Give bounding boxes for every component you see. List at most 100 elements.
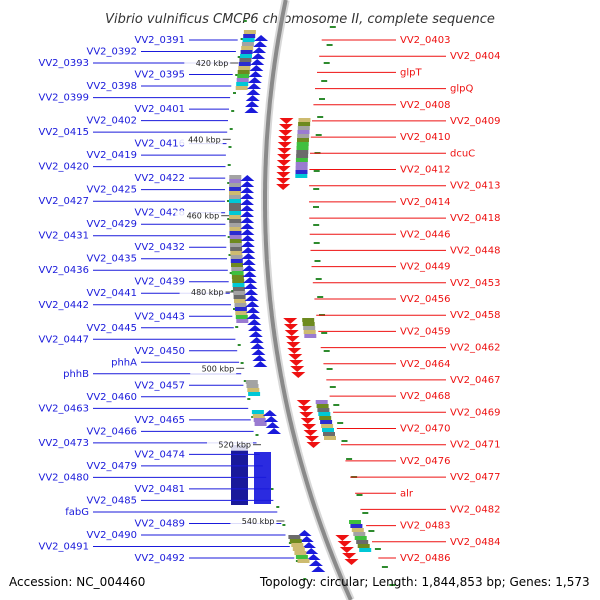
left-gene-label[interactable]: phhB <box>63 369 89 380</box>
left-gene-label[interactable]: VV2_0473 <box>39 438 90 449</box>
left-gene-label[interactable]: VV2_0419 <box>87 150 138 161</box>
map-title: Vibrio vulnificus CMCP6 chromosome II, c… <box>105 12 495 27</box>
right-gene-label[interactable]: VV2_0446 <box>400 229 451 240</box>
left-gene-label[interactable]: fabG <box>65 507 89 518</box>
gene-arrow <box>248 71 263 77</box>
left-gene-label[interactable]: VV2_0445 <box>87 323 138 334</box>
right-gene-label[interactable]: glpT <box>400 67 422 78</box>
left-gene-label[interactable]: VV2_0441 <box>87 288 138 299</box>
left-gene-label[interactable]: VV2_0490 <box>87 530 138 541</box>
left-gene-label[interactable]: VV2_0392 <box>87 47 138 58</box>
right-gene-label[interactable]: VV2_0404 <box>450 51 501 62</box>
left-gene-label[interactable]: VV2_0428 <box>135 208 186 219</box>
left-gene-label[interactable]: phhA <box>111 357 137 368</box>
feature-segment <box>252 414 265 418</box>
right-gene-label[interactable]: dcuC <box>450 148 475 159</box>
right-gene-label[interactable]: VV2_0464 <box>400 359 451 370</box>
right-gene-label[interactable]: VV2_0418 <box>450 213 501 224</box>
gene-arrow <box>301 542 316 548</box>
right-gene-label[interactable]: VV2_0409 <box>450 116 501 127</box>
right-gene-label[interactable]: VV2_0469 <box>450 407 501 418</box>
gene-arrow <box>283 318 298 324</box>
left-gene-label[interactable]: VV2_0435 <box>87 254 138 265</box>
right-gene-label[interactable]: VV2_0483 <box>400 521 451 532</box>
right-gene-label[interactable]: VV2_0414 <box>400 197 451 208</box>
right-gene-label[interactable]: VV2_0468 <box>400 391 451 402</box>
left-gene-label[interactable]: VV2_0460 <box>87 392 138 403</box>
left-gene-label[interactable]: VV2_0491 <box>39 542 90 553</box>
right-gene-label[interactable]: VV2_0412 <box>400 165 451 176</box>
left-gene-label[interactable]: VV2_0425 <box>87 185 138 196</box>
right-gene-label[interactable]: VV2_0458 <box>450 310 501 321</box>
left-gene-label[interactable]: VV2_0465 <box>135 415 186 426</box>
scale-label: 440 kbp <box>188 135 221 144</box>
track-tick <box>313 224 320 226</box>
left-gene-label[interactable]: VV2_0443 <box>135 311 186 322</box>
feature-segment <box>297 138 309 142</box>
right-gene-label[interactable]: VV2_0486 <box>400 553 451 564</box>
feature-segment <box>229 203 241 207</box>
right-gene-label[interactable]: glpQ <box>450 84 473 95</box>
track-tick <box>381 566 388 568</box>
gene-arrow <box>249 337 264 343</box>
left-gene-label[interactable]: VV2_0439 <box>135 277 186 288</box>
left-gene-label[interactable]: VV2_0402 <box>87 116 138 127</box>
feature-segment <box>229 179 242 183</box>
right-gene-label[interactable]: VV2_0462 <box>450 343 501 354</box>
left-gene-label[interactable]: VV2_0401 <box>135 104 186 115</box>
left-gene-label[interactable]: VV2_0479 <box>87 461 138 472</box>
left-gene-label[interactable]: VV2_0391 <box>135 35 186 46</box>
left-gene-label[interactable]: VV2_0420 <box>39 162 90 173</box>
right-gene-label[interactable]: VV2_0448 <box>450 245 501 256</box>
left-gene-label[interactable]: VV2_0492 <box>135 553 186 564</box>
right-gene-label[interactable]: alr <box>400 488 414 499</box>
left-gene-label[interactable]: VV2_0429 <box>87 219 138 230</box>
left-gene-label[interactable]: VV2_0457 <box>135 380 186 391</box>
right-gene-label[interactable]: VV2_0449 <box>400 262 451 273</box>
left-gene-label[interactable]: VV2_0463 <box>39 403 90 414</box>
left-gene-label[interactable]: VV2_0432 <box>135 242 186 253</box>
right-gene-label[interactable]: VV2_0403 <box>400 35 451 46</box>
feature-segment <box>229 219 242 223</box>
left-gene-label[interactable]: VV2_0485 <box>87 495 138 506</box>
left-gene-label[interactable]: VV2_0398 <box>87 81 138 92</box>
left-gene-label[interactable]: VV2_0474 <box>135 449 186 460</box>
gene-arrow <box>247 83 262 89</box>
left-gene-label[interactable]: VV2_0447 <box>39 334 90 345</box>
feature-segment <box>288 535 301 539</box>
left-gene-label[interactable]: VV2_0393 <box>39 58 90 69</box>
right-gene-label[interactable]: VV2_0484 <box>450 537 501 548</box>
scale-label-bg <box>175 210 222 222</box>
left-gene-label[interactable]: VV2_0480 <box>39 472 90 483</box>
left-gene-label[interactable]: VV2_0399 <box>39 93 90 104</box>
right-gene-label[interactable]: VV2_0453 <box>450 278 501 289</box>
feature-segment <box>298 118 311 122</box>
right-gene-label[interactable]: VV2_0470 <box>400 424 451 435</box>
left-gene-label[interactable]: VV2_0489 <box>135 519 186 530</box>
right-gene-label[interactable]: VV2_0477 <box>450 472 501 483</box>
left-gene-label[interactable]: VV2_0442 <box>39 300 90 311</box>
scale-label: 540 kbp <box>242 517 275 526</box>
left-gene-label[interactable]: VV2_0431 <box>39 231 90 242</box>
left-gene-label[interactable]: VV2_0395 <box>135 70 186 81</box>
right-gene-label[interactable]: VV2_0459 <box>400 326 451 337</box>
left-gene-label[interactable]: VV2_0427 <box>39 196 90 207</box>
left-gene-label[interactable]: VV2_0481 <box>135 484 186 495</box>
right-gene-label[interactable]: VV2_0476 <box>400 456 451 467</box>
right-gene-label[interactable]: VV2_0467 <box>450 375 501 386</box>
left-gene-label[interactable]: VV2_0415 <box>39 127 90 138</box>
left-gene-label[interactable]: VV2_0466 <box>87 426 138 437</box>
right-gene-label[interactable]: VV2_0413 <box>450 181 501 192</box>
left-gene-label[interactable]: VV2_0422 <box>135 173 186 184</box>
track-tick <box>315 134 322 136</box>
right-gene-label[interactable]: VV2_0408 <box>400 100 451 111</box>
right-gene-label[interactable]: VV2_0410 <box>400 132 451 143</box>
left-gene-label[interactable]: VV2_0450 <box>135 346 186 357</box>
right-gene-label[interactable]: VV2_0456 <box>400 294 451 305</box>
left-gene-label[interactable]: VV2_0436 <box>39 265 90 276</box>
right-gene-label[interactable]: VV2_0482 <box>450 504 501 515</box>
gene-arrow <box>253 41 268 47</box>
right-gene-label[interactable]: VV2_0471 <box>450 440 501 451</box>
left-gene-label[interactable]: VV2_0416 <box>135 139 186 150</box>
gene-arrow <box>267 428 282 434</box>
